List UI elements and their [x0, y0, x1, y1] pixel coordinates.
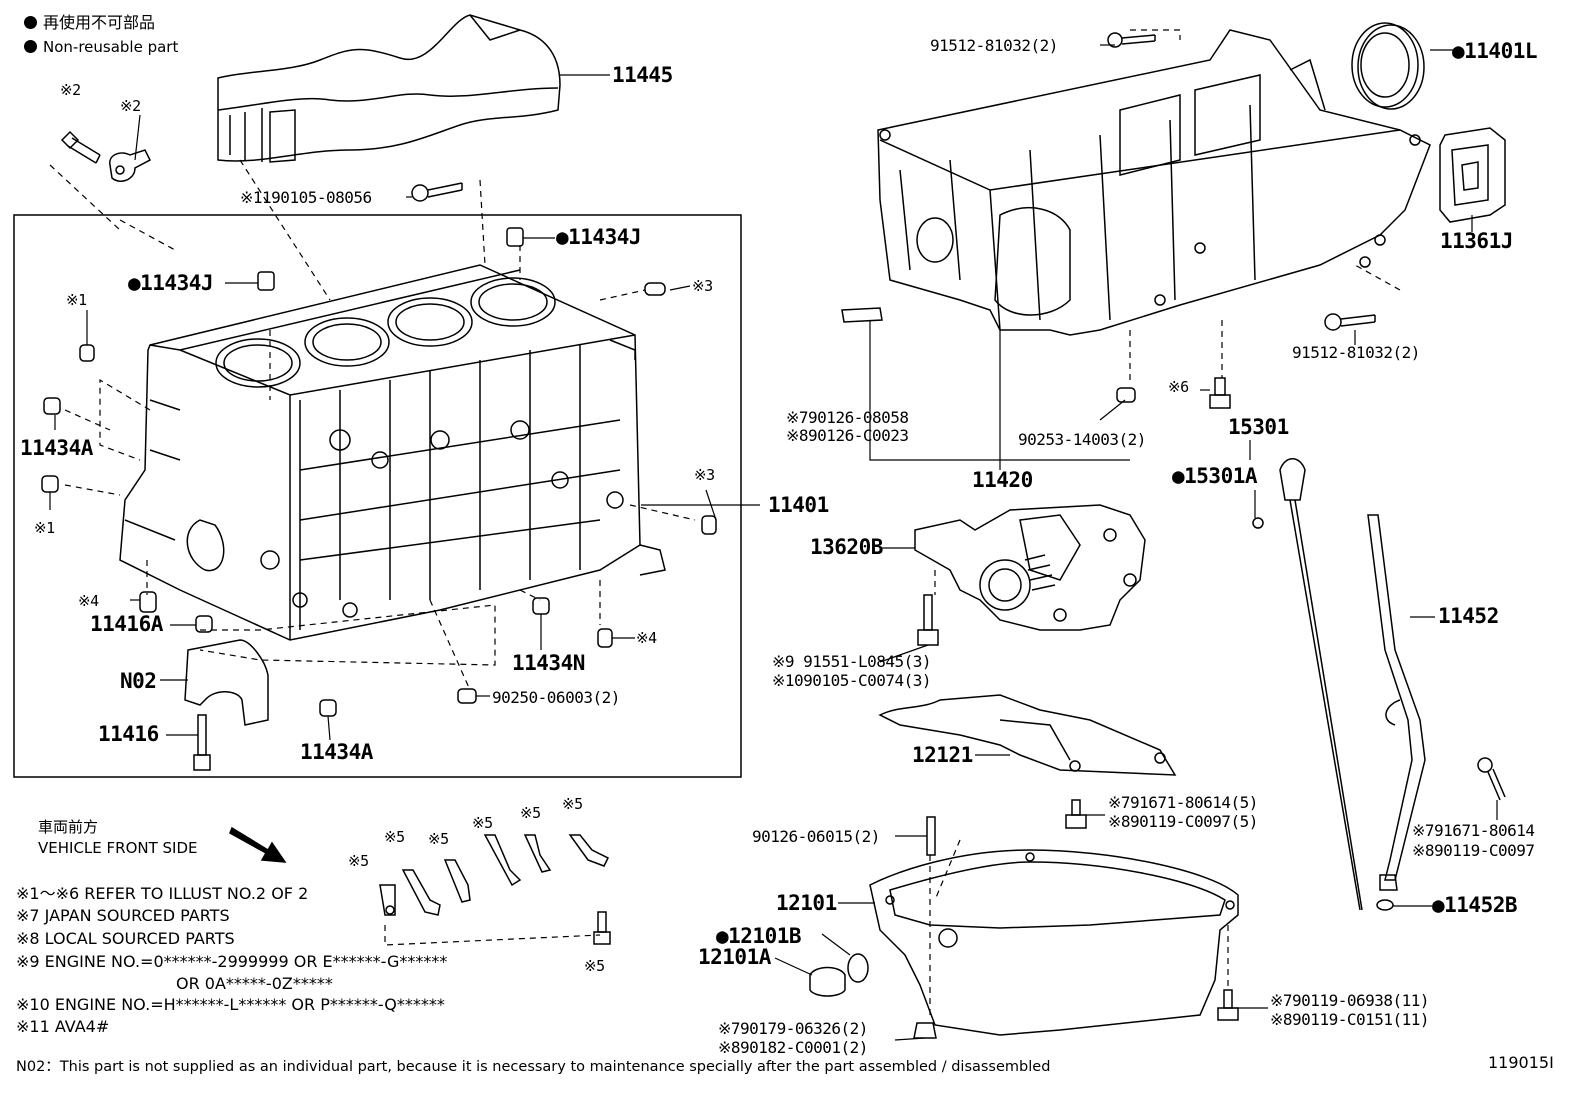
legend-dot-icon	[24, 16, 37, 29]
label-mark5-2: ※5	[384, 828, 405, 846]
label-mark5-1: ※5	[348, 852, 369, 870]
label-mark4b: ※4	[636, 629, 657, 647]
label-mark6: ※6	[1168, 378, 1189, 396]
label-11434a-lower: 11434A	[300, 740, 373, 764]
footnote: N02：This part is not supplied as an indi…	[16, 1059, 1051, 1075]
label-12101: 12101	[776, 891, 837, 915]
label-mark3a: ※3	[692, 277, 713, 295]
label-mark1a: ※1	[66, 291, 87, 309]
oil-seal-11401L	[1351, 22, 1425, 110]
label-13620b: 13620B	[810, 535, 883, 559]
label-90179: ※790179-06326(2)	[718, 1019, 868, 1038]
label-11434n: 11434N	[512, 651, 585, 675]
note-2: ※7 JAPAN SOURCED PARTS	[16, 906, 230, 925]
block-leaders	[49, 159, 696, 691]
guide-11452	[1367, 514, 1506, 911]
guide-leaders	[1393, 616, 1498, 907]
block-solid-leaders	[49, 74, 760, 741]
label-mark1b: ※1	[34, 519, 55, 537]
label-11434a-upper: 11434A	[20, 436, 93, 460]
insulator-11445	[217, 14, 561, 163]
label-mark5-5: ※5	[520, 804, 541, 822]
note-3: ※8 LOCAL SOURCED PARTS	[16, 929, 235, 948]
cover-11361J	[1439, 127, 1506, 223]
crankcase-dashed	[1129, 29, 1401, 385]
baffle-plate-12121	[878, 694, 1177, 776]
clips-row	[379, 834, 611, 945]
clips-dashed	[384, 925, 601, 946]
note-5: OR 0A*****-0Z*****	[176, 974, 333, 993]
legend-jp: 再使用不可部品	[24, 14, 155, 32]
legend-en: Non-reusable part	[24, 38, 178, 56]
note-7: ※11 AVA4#	[16, 1017, 110, 1036]
label-mark5-7: ※5	[584, 957, 605, 975]
dipstick-15301	[1252, 458, 1363, 911]
oil-pan-12101	[869, 849, 1239, 1036]
label-12121: 12121	[912, 743, 973, 767]
label-11401l: ●11401L	[1452, 39, 1538, 63]
crankcase-11420	[877, 29, 1431, 336]
block-group-frame	[13, 214, 742, 778]
label-mark5-6: ※5	[562, 795, 583, 813]
label-11452b: ●11452B	[1432, 893, 1518, 917]
oil-pump-13620B	[914, 504, 1146, 631]
label-90119-06938: ※790119-06938(11)	[1270, 991, 1430, 1010]
label-15301: 15301	[1228, 415, 1289, 439]
label-11434j-left: ●11434J	[128, 271, 214, 295]
legend-dot-icon	[24, 40, 37, 53]
label-91512-top: 91512-81032(2)	[930, 36, 1058, 55]
label-90119-c0097-a: ※890119-C0097(5)	[1108, 812, 1258, 831]
label-90250: 90250-06003(2)	[492, 688, 620, 707]
pump-leaders	[879, 547, 929, 663]
label-90119-c0151: ※890119-C0151(11)	[1270, 1010, 1430, 1029]
label-11434j-top: ●11434J	[556, 225, 642, 249]
note-4: ※9 ENGINE NO.=0******-2999999 OR E******…	[16, 952, 448, 971]
label-90105-08056: ※1190105-08056	[240, 188, 372, 207]
label-90126-06015: 90126-06015(2)	[752, 827, 880, 846]
label-mark2b: ※2	[120, 97, 141, 115]
label-mark5-3: ※5	[428, 830, 449, 848]
label-11452: 11452	[1438, 604, 1499, 628]
label-90105-c0074: ※1090105-C0074(3)	[772, 671, 932, 690]
label-15301a: ●15301A	[1172, 464, 1258, 488]
label-90182: ※890182-C0001(2)	[718, 1038, 868, 1057]
oil-pan-fasteners	[809, 799, 1239, 1039]
label-91671-a: ※791671-80614(5)	[1108, 793, 1258, 812]
label-11401: 11401	[768, 493, 829, 517]
label-mark2a: ※2	[60, 81, 81, 99]
label-90126-08058: ※790126-08058	[786, 408, 909, 427]
note-1: ※1～※6 REFER TO ILLUST NO.2 OF 2	[16, 884, 309, 903]
label-11445: 11445	[612, 63, 673, 87]
label-11416a: 11416A	[90, 612, 163, 636]
label-12101b: ●12101B	[716, 924, 802, 948]
label-91551: ※9 91551-L0845(3)	[772, 652, 932, 671]
label-90253: 90253-14003(2)	[1018, 430, 1146, 449]
label-90119-c0097-b: ※890119-C0097	[1412, 841, 1535, 860]
label-90126-c0023: ※890126-C0023	[786, 426, 909, 445]
crankcase-leaders	[869, 44, 1473, 470]
label-11416: 11416	[98, 722, 159, 746]
label-12101a: 12101A	[698, 945, 771, 969]
label-91512-right: 91512-81032(2)	[1292, 343, 1420, 362]
label-mark5-4: ※5	[472, 814, 493, 832]
label-91671-b: ※791671-80614	[1412, 821, 1535, 840]
label-mark3b: ※3	[694, 466, 715, 484]
note-6: ※10 ENGINE NO.=H******-L****** OR P*****…	[16, 995, 445, 1014]
pump-fasteners	[917, 594, 939, 646]
front-side-jp: 車両前方	[38, 818, 99, 836]
front-side-en: VEHICLE FRONT SIDE	[38, 839, 198, 857]
oil-pan-leaders	[774, 814, 1268, 1041]
front-arrow	[229, 826, 287, 863]
oil-pan-dashed	[929, 839, 1229, 1020]
illust-id: 119015I	[1488, 1053, 1554, 1072]
cylinder-block-11401	[119, 264, 666, 641]
label-11420: 11420	[972, 468, 1033, 492]
label-mark4a: ※4	[78, 592, 99, 610]
label-N02: N02	[120, 669, 157, 693]
label-11361j: 11361J	[1440, 229, 1513, 253]
